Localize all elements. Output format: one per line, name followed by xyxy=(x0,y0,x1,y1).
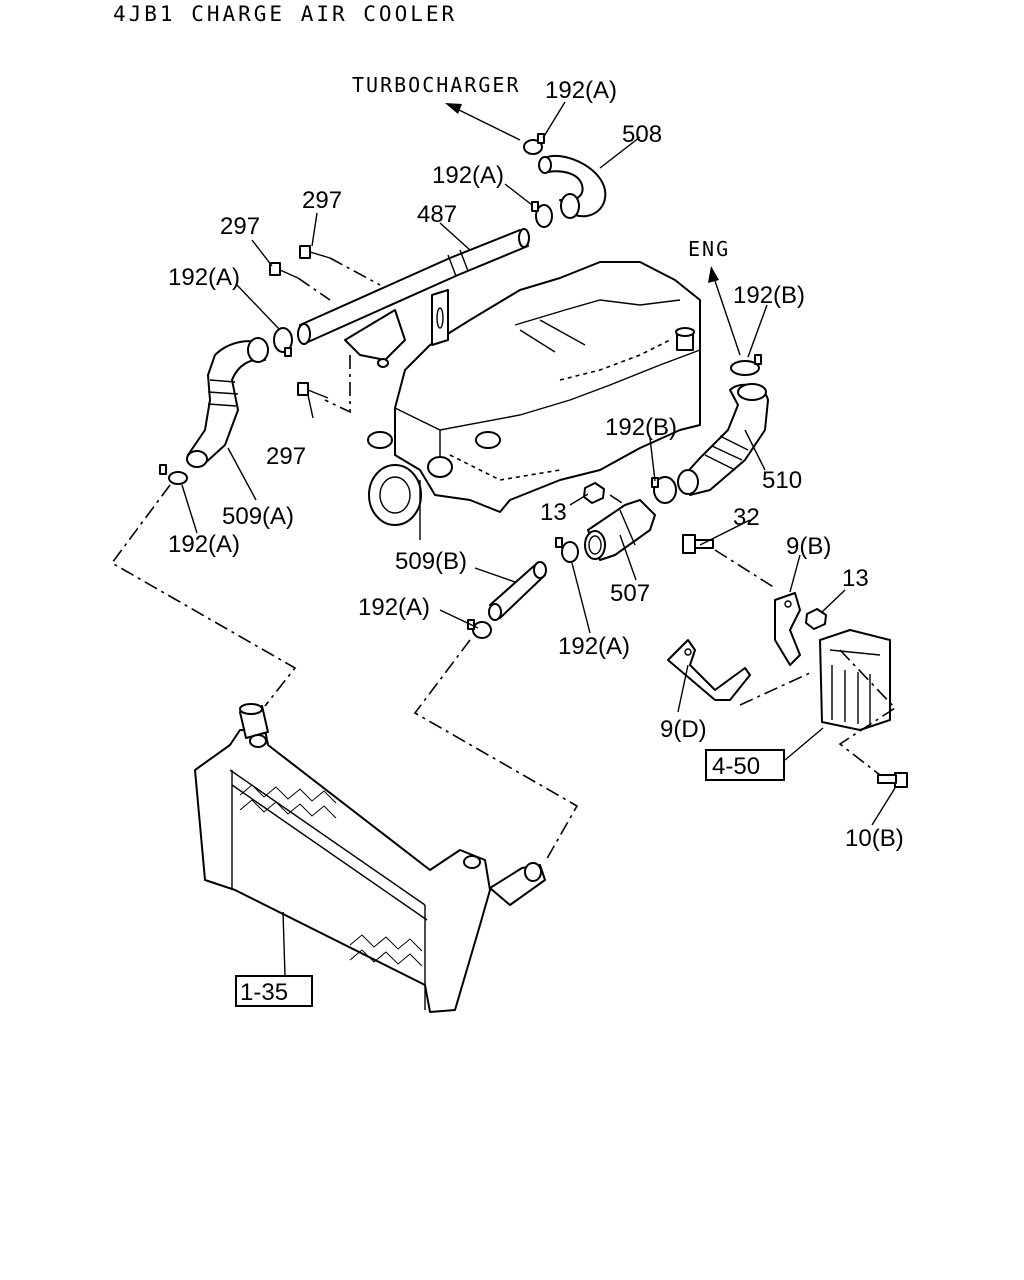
callout-192b-mid: 192(B) xyxy=(605,414,677,441)
callout-192a-509b: 192(A) xyxy=(358,594,430,621)
callout-192b-top: 192(B) xyxy=(733,282,805,309)
callout-192a-top: 192(A) xyxy=(545,77,617,104)
turbocharger-label: TURBOCHARGER xyxy=(352,73,521,97)
callout-10b: 10(B) xyxy=(845,825,904,852)
engine-block xyxy=(367,261,701,540)
callout-9d: 9(D) xyxy=(660,716,707,743)
reference-4-50: 4-50 xyxy=(712,753,760,780)
hose-509a xyxy=(186,337,269,468)
reference-1-35: 1-35 xyxy=(240,979,288,1006)
callout-13-a: 13 xyxy=(540,499,567,526)
leader-lines xyxy=(181,101,896,977)
hose-508 xyxy=(538,154,607,219)
intake-pipe-487 xyxy=(297,228,530,368)
callout-192a-487: 192(A) xyxy=(432,162,504,189)
callout-297-c: 297 xyxy=(266,443,306,470)
callout-32: 32 xyxy=(733,504,760,531)
callout-192a-507: 192(A) xyxy=(558,633,630,660)
labels: TURBOCHARGER ENG 192(A) 508 192(A) 487 2… xyxy=(168,73,904,1007)
callout-192a-left: 192(A) xyxy=(168,264,240,291)
callout-13-b: 13 xyxy=(842,565,869,592)
radiator-side-panel xyxy=(819,629,891,731)
flow-arrows xyxy=(445,103,741,356)
callout-509b: 509(B) xyxy=(395,548,467,575)
callout-192a-509a: 192(A) xyxy=(168,531,240,558)
callout-509a: 509(A) xyxy=(222,503,294,530)
callout-507: 507 xyxy=(610,580,650,607)
callout-297-b: 297 xyxy=(220,213,260,240)
hose-509b xyxy=(488,561,547,621)
brackets xyxy=(667,592,801,701)
callout-487: 487 xyxy=(417,201,457,228)
callout-9b: 9(B) xyxy=(786,533,831,560)
phantom-lines xyxy=(110,257,897,863)
hose-510 xyxy=(677,383,769,496)
engine-label: ENG xyxy=(688,237,730,261)
page-title: 4JB1 CHARGE AIR COOLER xyxy=(113,2,458,26)
callout-297-a: 297 xyxy=(302,187,342,214)
intercooler xyxy=(194,703,546,1013)
elbow-507 xyxy=(584,499,656,561)
callout-510: 510 xyxy=(762,467,802,494)
callout-508: 508 xyxy=(622,121,662,148)
